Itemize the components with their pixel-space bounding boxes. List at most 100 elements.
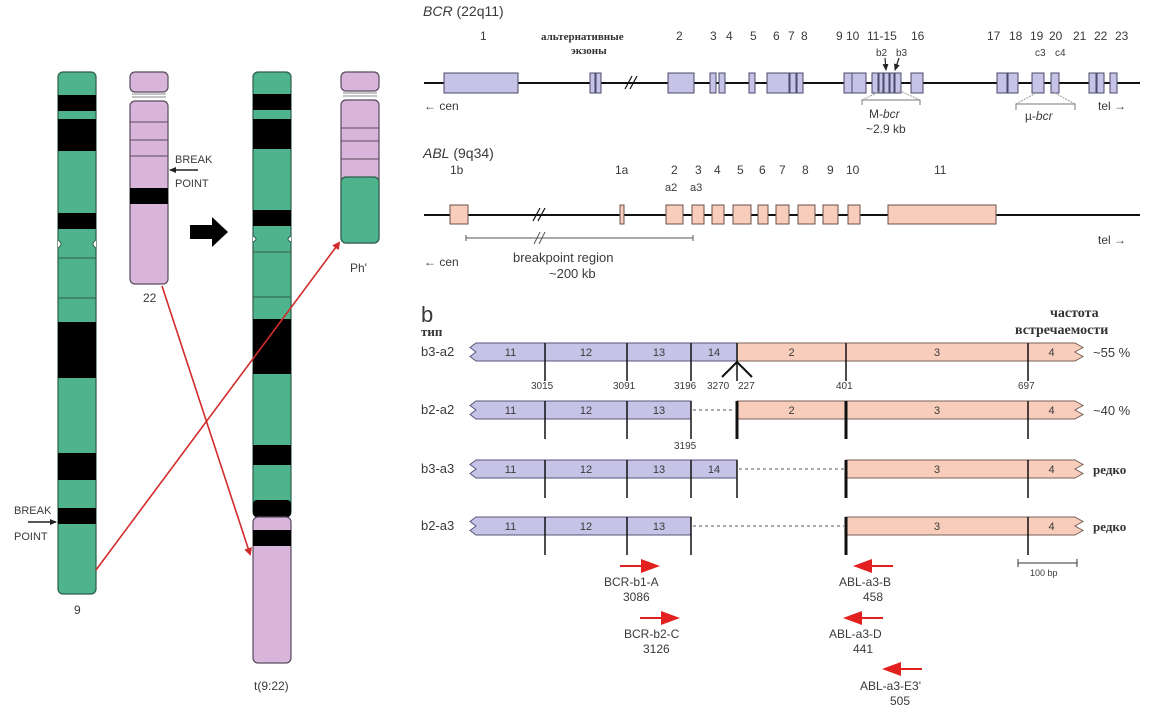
translocation-line-22-to-9 [161, 285, 252, 556]
abl-exon-box [757, 204, 769, 225]
abl-segment [845, 459, 1085, 479]
abl-gene-map: ABL (9q34) 1b 1a 2 3 4 5 6 7 8 9 10 11 a… [422, 145, 1140, 281]
abl-name: ABL [422, 145, 449, 161]
abl-segment [736, 400, 1085, 420]
bcr-exon-box [871, 72, 879, 94]
bcr-segment [469, 459, 738, 479]
chromosome-22 [129, 71, 169, 285]
bcr-exon-box [894, 72, 902, 94]
bcr-exon-number: 11 [505, 521, 516, 533]
bcr-exon-label: 10 [846, 29, 860, 43]
bcr-exon-label: 23 [1115, 29, 1129, 43]
position-label: 401 [836, 381, 853, 392]
derivative-label: t(9:22) [254, 679, 289, 693]
bcr-gene-map: BCR (22q11) 1 альтернативные экзоны 2 3 … [423, 3, 1140, 136]
primer-position: 458 [863, 590, 883, 604]
bcr-segment [469, 516, 692, 536]
abl-exon-box [775, 204, 790, 225]
abl-tel-label: tel → [1098, 233, 1126, 247]
bcr-exon-number: 13 [653, 521, 665, 533]
abl-exon-label: 9 [827, 163, 834, 177]
abl-exon-label: 8 [802, 163, 809, 177]
abl-cen-label: ← cen [424, 255, 459, 269]
bcr-exon-number: 12 [580, 521, 592, 533]
bcr-exon-box [851, 72, 867, 94]
bcr-exon-box [1088, 72, 1097, 94]
transcript-frequency: ~55 % [1093, 345, 1131, 360]
primer-name: ABL-a3-D [829, 627, 882, 641]
bcr-exon-label: 19 [1030, 29, 1044, 43]
b3-arrow-icon [894, 57, 900, 71]
position-label: 3015 [531, 381, 554, 392]
m-bcr-size: ~2.9 kb [866, 122, 906, 136]
primer-position: 505 [890, 694, 910, 708]
bcr-exon-label: 16 [911, 29, 925, 43]
abl-exon-number: 3 [934, 464, 940, 476]
abl-exon-box [711, 204, 725, 225]
transcript-type: b3-a2 [421, 344, 454, 359]
primer-name: BCR-b1-A [604, 575, 659, 589]
primer-abl-a3-d: ABL-a3-D 441 [829, 611, 883, 656]
abl-exon-label: 6 [759, 163, 766, 177]
reverse-arrow-icon [843, 611, 883, 625]
bcr-exon-box [748, 72, 756, 94]
bcr-exon-label: 9 [836, 29, 843, 43]
transcript-frequency: редко [1093, 519, 1126, 534]
bcr-exon-box [1007, 72, 1019, 94]
break-point-22-line1: BREAK [175, 154, 213, 166]
position-label: 3196 [674, 381, 697, 392]
bcr-exon-label: 1 [480, 29, 487, 43]
bcr-exon-label: 2 [676, 29, 683, 43]
abl-exon-box [797, 204, 816, 225]
bcr-exon-box [878, 72, 884, 94]
reverse-arrow-icon [882, 662, 922, 676]
abl-exon-label: 4 [714, 163, 721, 177]
reverse-arrow-icon [853, 559, 893, 573]
position-label: 3195 [674, 441, 697, 452]
abl-a2-label: a2 [665, 182, 677, 194]
bcr-exon-label: 8 [801, 29, 808, 43]
bcr-exon-box [667, 72, 695, 94]
bcr-exon-label: 5 [750, 29, 757, 43]
bcr-exon-number: 11 [505, 347, 516, 359]
forward-arrow-icon [620, 559, 660, 573]
bcr-exon-box [766, 72, 790, 94]
primer-position: 441 [853, 642, 873, 656]
abl-exon-number: 4 [1048, 405, 1054, 417]
chromosome-philadelphia [340, 71, 380, 244]
abl-segment [845, 516, 1085, 536]
bcr-b2-label: b2 [876, 48, 888, 59]
position-label: 3091 [613, 381, 636, 392]
primer-bcr-b2-c: BCR-b2-C 3126 [624, 611, 680, 656]
abl-exon-number: 2 [788, 405, 794, 417]
bcr-exon-label: 17 [987, 29, 1001, 43]
bcr-exon-number: 13 [653, 464, 665, 476]
panel-b-label: b [421, 302, 433, 327]
position-label: 697 [1018, 381, 1035, 392]
transcript-frequency: редко [1093, 462, 1126, 477]
bcr-exon-box [789, 72, 797, 94]
bcr-exon-number: 13 [653, 405, 665, 417]
abl-exon-number: 3 [934, 521, 940, 533]
bcr-exon-box [1109, 72, 1118, 94]
bcr-c4-label: c4 [1055, 48, 1066, 59]
abl-exon-label: 1a [615, 163, 629, 177]
type-header: тип [421, 324, 443, 339]
abl-exon-number: 4 [1048, 464, 1054, 476]
bcr-exon-label: 20 [1049, 29, 1063, 43]
break-point-9-line2: POINT [14, 531, 48, 543]
bcr-exon-number: 11 [505, 405, 516, 417]
bcr-name: BCR [423, 3, 453, 19]
bcr-exon-box [1096, 72, 1105, 94]
m-bcr-label: M-bcr [869, 107, 901, 121]
bcr-exon-label: 11-15 [867, 29, 897, 43]
abl-title: ABL (9q34) [422, 145, 494, 161]
bcr-exon-box [1050, 72, 1060, 94]
bcr-exon-box [889, 72, 895, 94]
abl-exon-label: 7 [779, 163, 786, 177]
primer-abl-a3-e3: ABL-a3-E3' 505 [860, 662, 922, 708]
abl-exons [449, 204, 997, 225]
